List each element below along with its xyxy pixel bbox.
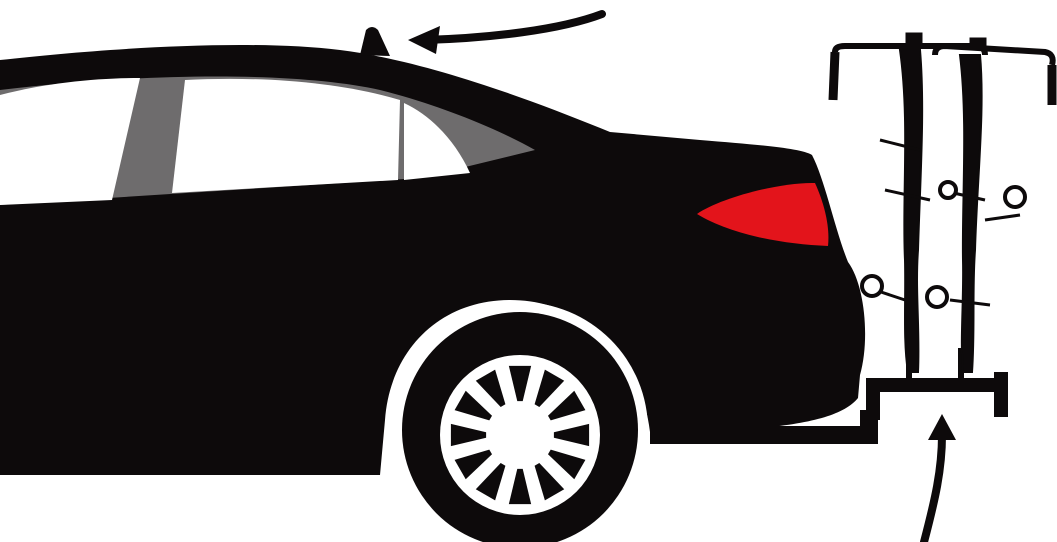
rack-tray xyxy=(866,378,1006,392)
wheel-center xyxy=(496,411,544,459)
arrow-left-icon xyxy=(408,14,602,54)
bicycle-icon xyxy=(833,33,1053,372)
bicycle-2 xyxy=(927,38,1053,372)
middle-window xyxy=(172,79,400,193)
roof-rack-icon xyxy=(360,27,390,56)
rack-end-cap xyxy=(994,372,1008,417)
arrow-up-icon xyxy=(924,414,956,542)
rack-mast xyxy=(866,390,880,420)
hitch-bike-rack-icon xyxy=(866,348,1008,420)
